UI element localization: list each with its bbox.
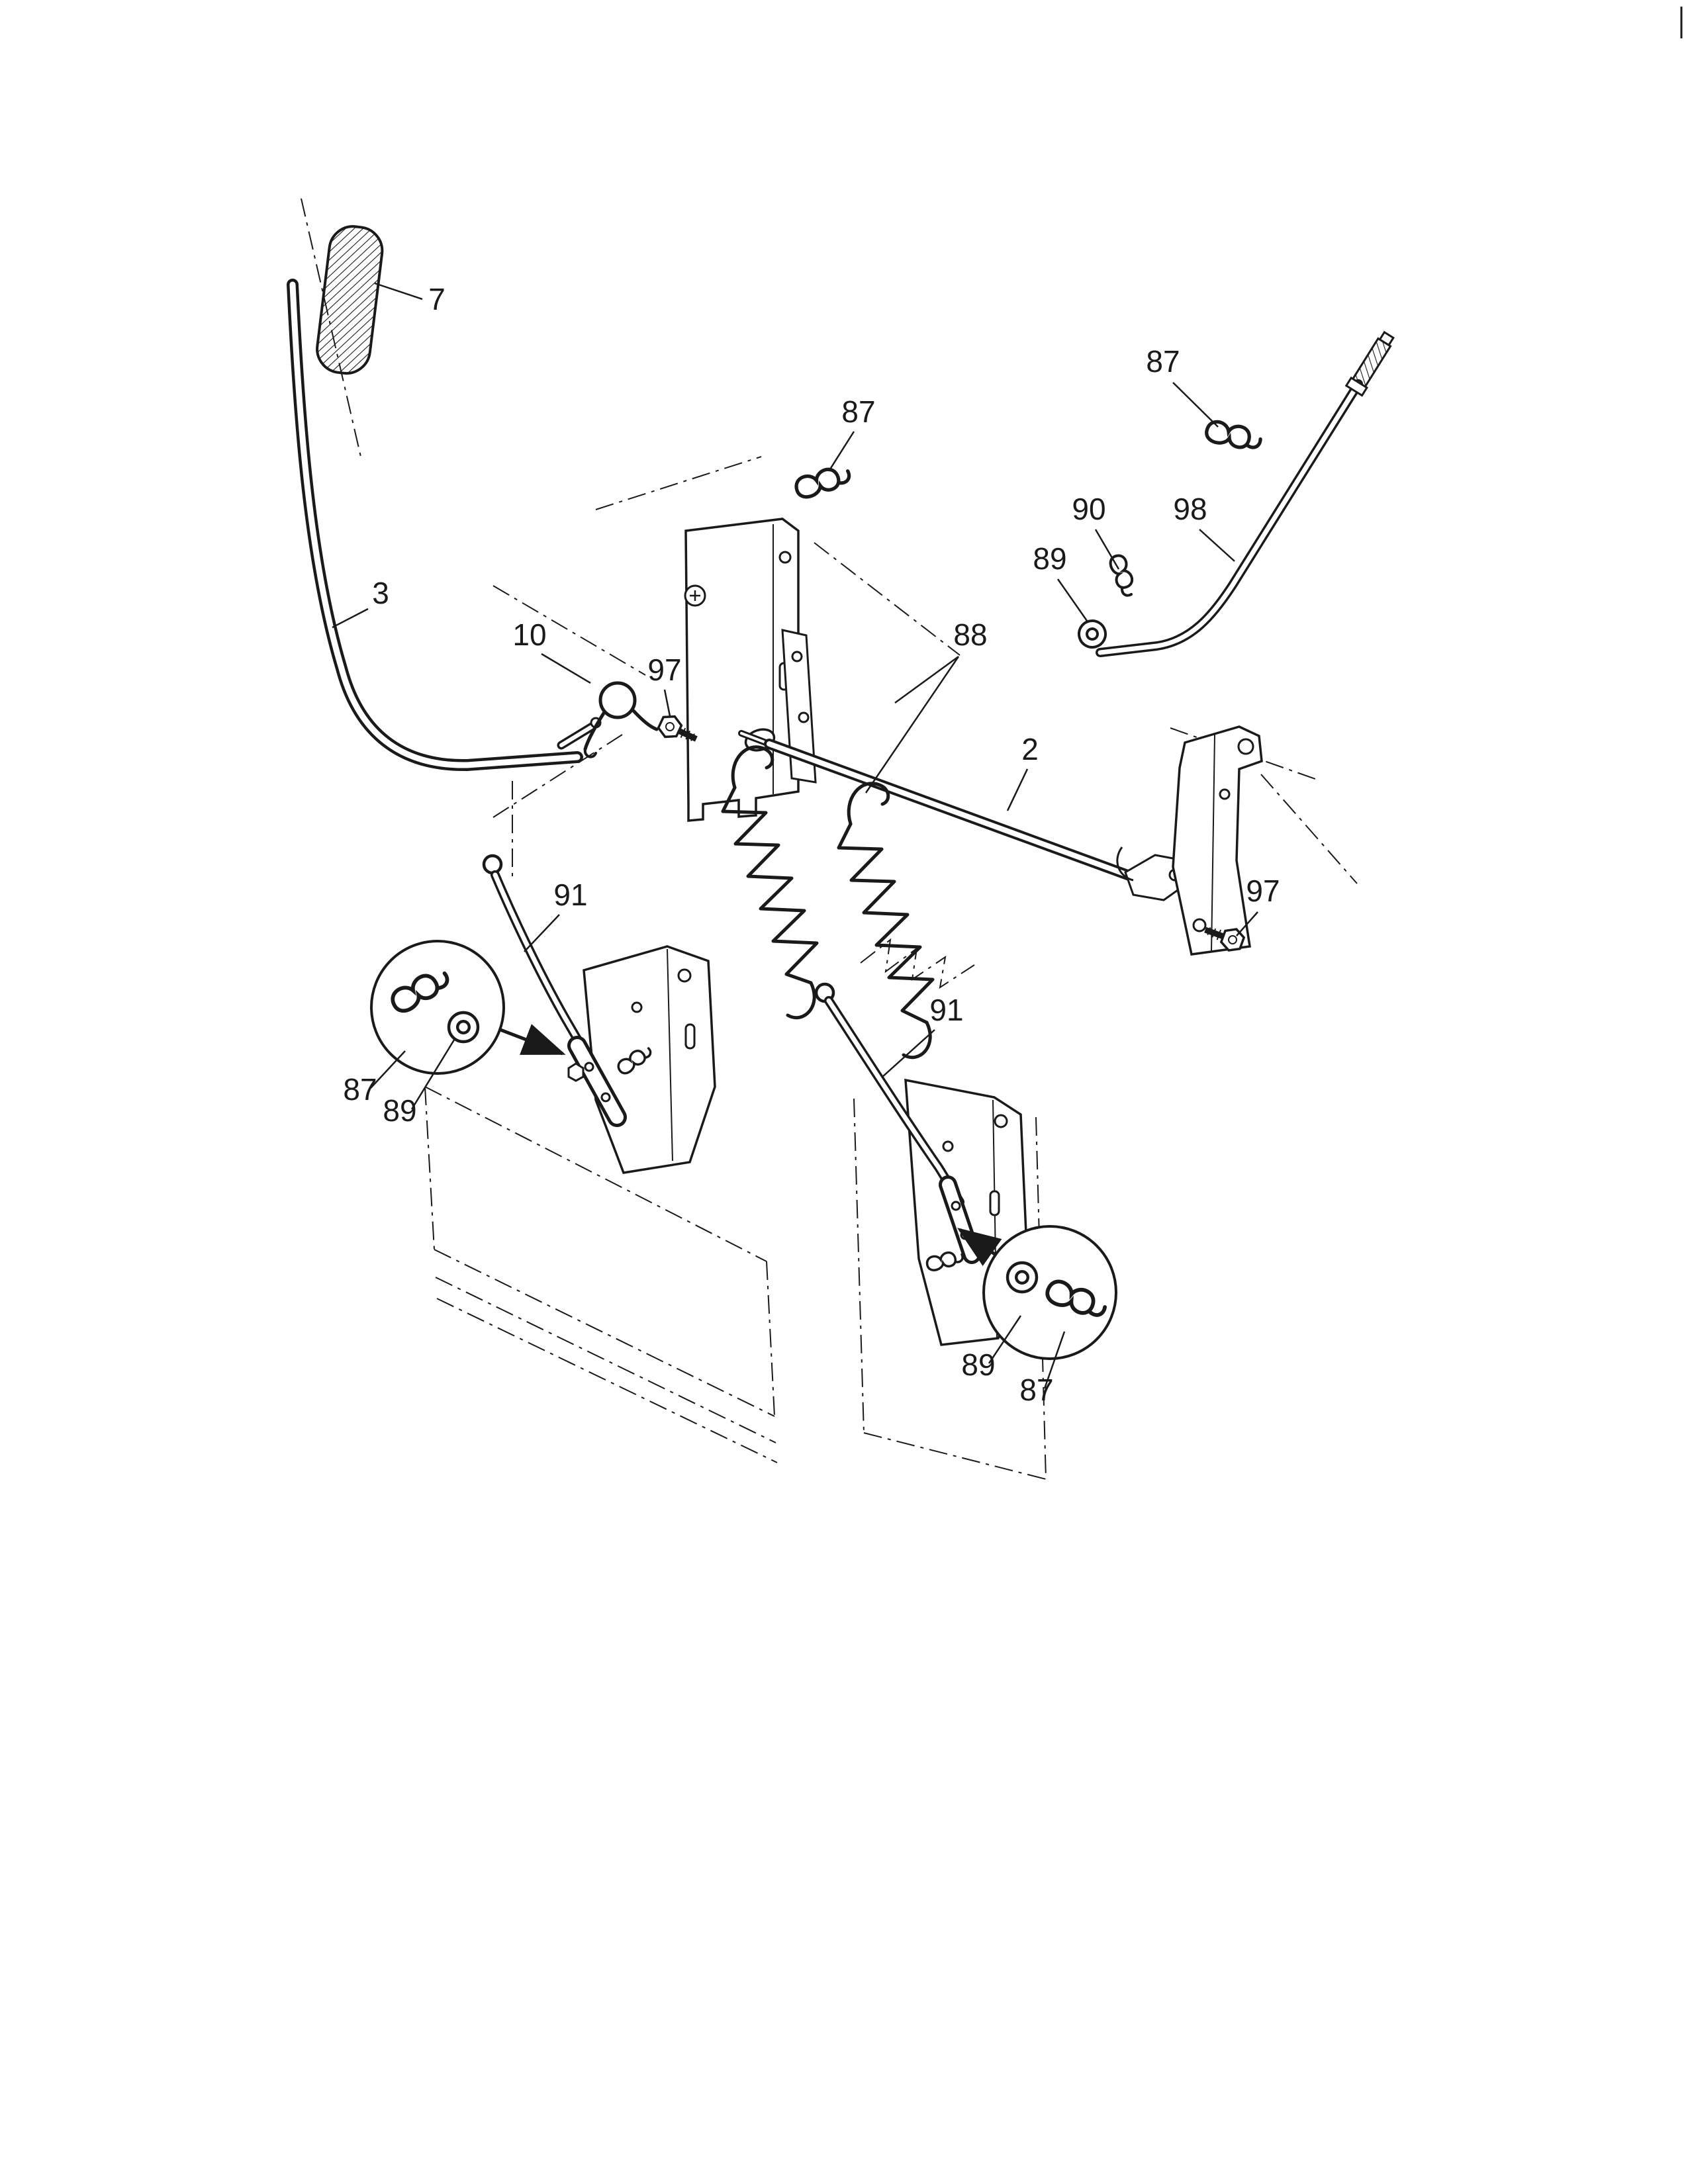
callout-91-right-link: 91 bbox=[929, 993, 963, 1027]
detail-left-washer bbox=[449, 1013, 478, 1042]
torsion-spring bbox=[583, 681, 659, 758]
handle-grip bbox=[316, 225, 384, 375]
center-bracket bbox=[684, 518, 817, 822]
callout-91-left-link: 91 bbox=[553, 878, 587, 912]
callout-89-detail-left: 89 bbox=[383, 1093, 416, 1128]
callout-87-top-right: 87 bbox=[1146, 344, 1180, 379]
callout-90-clip: 90 bbox=[1072, 492, 1105, 526]
callout-7-grip: 7 bbox=[428, 282, 445, 316]
left-mounting-plate bbox=[583, 945, 716, 1174]
hairpin-clip-top-right bbox=[1205, 420, 1262, 451]
spring-right bbox=[837, 822, 935, 1024]
detail-circle-right bbox=[957, 1225, 1117, 1360]
deck-outline bbox=[424, 1086, 767, 1262]
lift-rod-assembly bbox=[1074, 330, 1395, 657]
leader-lines bbox=[332, 282, 1258, 1389]
right-bracket bbox=[1116, 725, 1263, 956]
detail-left-arrow bbox=[500, 1024, 566, 1056]
callout-89-detail-right: 89 bbox=[961, 1347, 995, 1382]
callout-87-top-center: 87 bbox=[841, 394, 875, 429]
callout-89-rod-washer: 89 bbox=[1033, 541, 1066, 576]
left-lift-link bbox=[482, 854, 627, 1127]
rod-washer bbox=[1074, 616, 1110, 652]
callout-87-detail-right: 87 bbox=[1019, 1373, 1053, 1407]
callout-2-shaft: 2 bbox=[1021, 732, 1039, 766]
callout-labels: 7 3 87 10 97 88 2 87 90 89 98 97 91 87 8… bbox=[343, 282, 1280, 1407]
callout-97-left-screw: 97 bbox=[647, 653, 681, 687]
rod-threaded-tip bbox=[1344, 330, 1395, 397]
callout-3-lever: 3 bbox=[372, 576, 389, 610]
lift-shaft bbox=[738, 730, 1154, 888]
detail-right-washer bbox=[1008, 1263, 1037, 1292]
callout-10-torsion-spring: 10 bbox=[512, 617, 546, 652]
detail-right-arrow bbox=[957, 1228, 1002, 1266]
callout-88-springs: 88 bbox=[953, 617, 987, 652]
spring-hanger bbox=[781, 629, 817, 784]
callout-98-rod: 98 bbox=[1173, 492, 1207, 526]
callout-97-right-screw: 97 bbox=[1246, 874, 1280, 908]
hairpin-clip-top-center bbox=[794, 463, 852, 500]
detail-circle-left bbox=[370, 940, 566, 1075]
lift-lever-rod bbox=[287, 279, 602, 772]
link-nut bbox=[567, 1062, 585, 1082]
spring-left bbox=[721, 786, 819, 985]
callout-87-detail-left: 87 bbox=[343, 1072, 377, 1107]
grip-axis-line bbox=[301, 198, 361, 457]
extension-springs bbox=[721, 745, 935, 1060]
